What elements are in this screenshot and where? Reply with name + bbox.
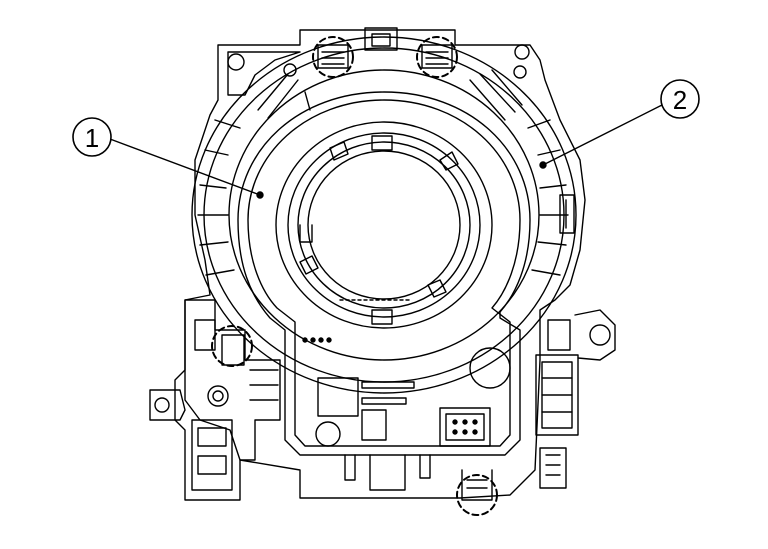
callout-1: [72, 117, 112, 157]
housing-outline: [184, 29, 586, 499]
callout-2-anchor: [539, 161, 547, 169]
callout-2-leader: [542, 104, 663, 166]
clip-marker-left: [211, 325, 253, 367]
callout-2-number: 2: [673, 85, 687, 115]
outer-rotor-ring: [191, 36, 577, 394]
clip-marker-bottom: [456, 474, 498, 516]
center-bore: [275, 121, 493, 329]
clip-marker-top-left: [312, 36, 354, 78]
clip-marker-top-right: [416, 36, 458, 78]
callout-1-number: 1: [85, 123, 99, 153]
top-latches: [283, 27, 527, 79]
callout-1-anchor: [256, 191, 264, 199]
callout-1-leader: [109, 138, 261, 196]
callout-2: [660, 79, 700, 119]
callout-leaders: [109, 104, 663, 196]
clip-highlight-markers: [211, 36, 498, 516]
right-connector: [535, 309, 616, 489]
lower-body-details: [302, 299, 511, 501]
inner-stator-body: [237, 91, 531, 456]
left-connector: [149, 299, 281, 501]
